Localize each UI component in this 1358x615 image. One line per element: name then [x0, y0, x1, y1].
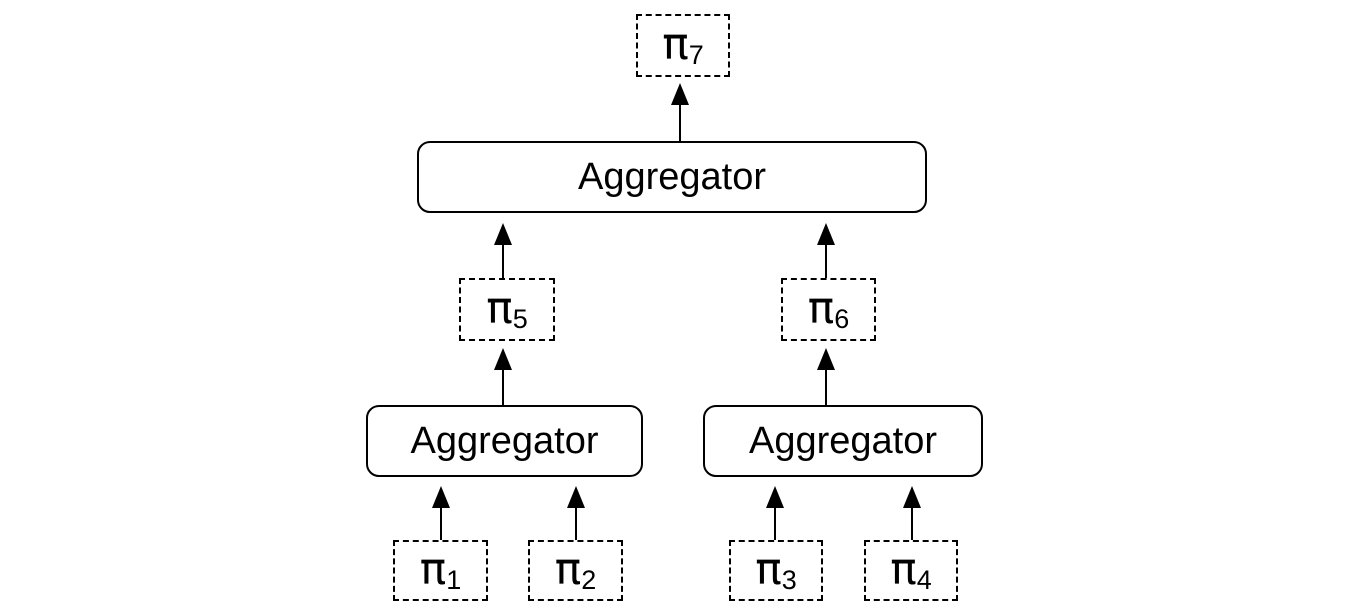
- node-pi6: π6: [781, 278, 876, 341]
- arrow-aggregator-right-to-pi6: [817, 348, 835, 405]
- node-pi4: π4: [864, 540, 958, 601]
- arrow-pi5-to-aggregator-top: [494, 223, 512, 278]
- aggregator-top-label: Aggregator: [577, 155, 766, 198]
- node-pi7: π7: [636, 14, 730, 77]
- node-pi2: π2: [528, 540, 623, 601]
- arrow-aggregator-top-to-pi7: [671, 83, 689, 141]
- node-pi3: π3: [729, 540, 823, 601]
- pi4-label: π4: [890, 543, 932, 595]
- aggregator-right-label: Aggregator: [748, 419, 937, 462]
- node-aggregator-left: Aggregator: [366, 405, 643, 477]
- pi6-label: π6: [807, 282, 850, 334]
- pi2-label: π2: [554, 543, 597, 595]
- pi7-label: π7: [662, 18, 704, 70]
- node-pi5: π5: [459, 278, 555, 341]
- arrow-aggregator-left-to-pi5: [494, 348, 512, 405]
- arrow-pi6-to-aggregator-top: [817, 223, 835, 278]
- arrow-pi4-to-aggregator-right: [903, 486, 921, 540]
- arrow-pi2-to-aggregator-left: [567, 486, 585, 540]
- node-pi1: π1: [393, 540, 488, 601]
- arrow-pi3-to-aggregator-right: [766, 486, 784, 540]
- aggregator-left-label: Aggregator: [410, 419, 599, 462]
- pi5-label: π5: [486, 282, 528, 334]
- arrow-pi1-to-aggregator-left: [432, 486, 450, 540]
- pi3-label: π3: [755, 543, 797, 595]
- node-aggregator-right: Aggregator: [703, 405, 983, 477]
- node-aggregator-top: Aggregator: [417, 141, 927, 213]
- pi1-label: π1: [419, 543, 462, 595]
